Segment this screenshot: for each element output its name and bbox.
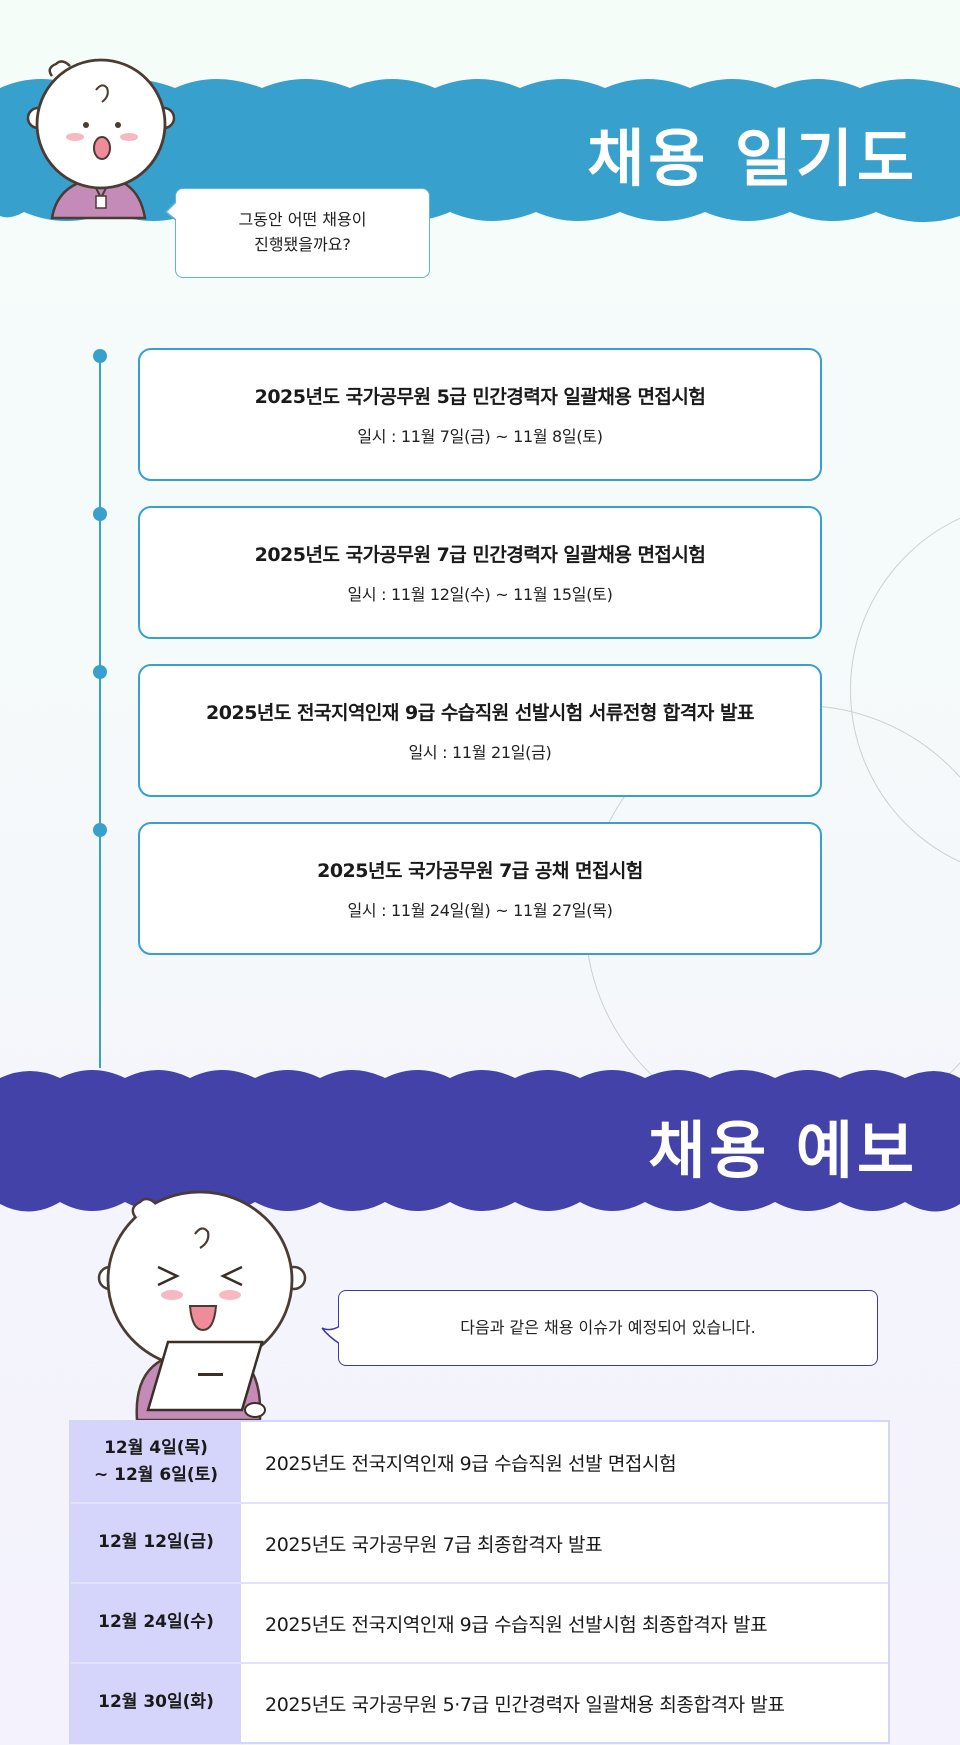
event-card: 2025년도 전국지역인재 9급 수습직원 선발시험 서류전형 합격자 발표 일… [138, 664, 822, 797]
event-title: 2025년도 전국지역인재 9급 수습직원 선발시험 서류전형 합격자 발표 [206, 702, 754, 724]
event-date: 일시 : 11월 12일(수) ~ 11월 15일(토) [347, 585, 613, 604]
forecast-bubble-text: 다음과 같은 채용 이슈가 예정되어 있습니다. [460, 1317, 756, 1337]
history-speech-bubble: 그동안 어떤 채용이 진행됐을까요? [175, 188, 430, 278]
schedule-date: 12월 30일(화) [71, 1664, 241, 1742]
event-title: 2025년도 국가공무원 7급 공채 면접시험 [317, 860, 643, 882]
date-line: 12월 30일(화) [98, 1692, 214, 1713]
character-laptop-illustration [92, 1190, 322, 1422]
event-card: 2025년도 국가공무원 7급 공채 면접시험 일시 : 11월 24일(월) … [138, 822, 822, 955]
date-line: ~ 12월 6일(토) [93, 1465, 219, 1485]
schedule-description: 2025년도 전국지역인재 9급 수습직원 선발시험 최종합격자 발표 [241, 1584, 888, 1662]
event-date: 일시 : 11월 21일(금) [408, 743, 552, 762]
schedule-date: 12월 24일(수) [71, 1584, 241, 1662]
event-card: 2025년도 국가공무원 5급 민간경력자 일괄채용 면접시험 일시 : 11월… [138, 348, 822, 481]
event-title: 2025년도 국가공무원 5급 민간경력자 일괄채용 면접시험 [254, 386, 706, 408]
table-row: 12월 12일(금) 2025년도 국가공무원 7급 최종합격자 발표 [71, 1502, 888, 1582]
timeline-dot [93, 665, 107, 679]
date-line: 12월 4일(목) [104, 1437, 208, 1458]
timeline-dot [93, 823, 107, 837]
table-row: 12월 24일(수) 2025년도 전국지역인재 9급 수습직원 선발시험 최종… [71, 1582, 888, 1662]
character-surprised-illustration [12, 58, 182, 228]
date-line: 12월 24일(수) [98, 1612, 214, 1633]
table-row: 12월 4일(목) ~ 12월 6일(토) 2025년도 전국지역인재 9급 수… [71, 1422, 888, 1502]
date-line: 12월 12일(금) [98, 1532, 214, 1553]
bubble-tail-icon [164, 200, 184, 224]
forecast-schedule-table: 12월 4일(목) ~ 12월 6일(토) 2025년도 전국지역인재 9급 수… [69, 1420, 890, 1744]
cloud-banner-shape [0, 1070, 960, 1212]
event-date: 일시 : 11월 24일(월) ~ 11월 27일(목) [347, 901, 613, 920]
schedule-description: 2025년도 전국지역인재 9급 수습직원 선발 면접시험 [241, 1422, 888, 1502]
table-row: 12월 30일(화) 2025년도 국가공무원 5·7급 민간경력자 일괄채용 … [71, 1662, 888, 1742]
event-card: 2025년도 국가공무원 7급 민간경력자 일괄채용 면접시험 일시 : 11월… [138, 506, 822, 639]
schedule-date: 12월 12일(금) [71, 1504, 241, 1582]
bubble-line-2: 진행됐을까요? [254, 235, 351, 254]
bubble-line-1: 그동안 어떤 채용이 [238, 210, 367, 230]
forecast-title: 채용 예보 [648, 1114, 918, 1187]
timeline-dot [93, 349, 107, 363]
bubble-tail-icon [321, 1322, 342, 1350]
timeline-dot [93, 507, 107, 521]
history-banner: 채용 일기도 [0, 70, 960, 230]
schedule-description: 2025년도 국가공무원 5·7급 민간경력자 일괄채용 최종합격자 발표 [241, 1664, 888, 1742]
forecast-speech-bubble: 다음과 같은 채용 이슈가 예정되어 있습니다. [338, 1290, 878, 1366]
forecast-banner: 채용 예보 [0, 1064, 960, 1216]
event-date: 일시 : 11월 7일(금) ~ 11월 8일(토) [357, 427, 603, 446]
schedule-date: 12월 4일(목) ~ 12월 6일(토) [71, 1422, 241, 1502]
cloud-banner-shape [0, 79, 960, 223]
timeline-line [99, 356, 101, 1068]
event-title: 2025년도 국가공무원 7급 민간경력자 일괄채용 면접시험 [254, 544, 706, 566]
schedule-description: 2025년도 국가공무원 7급 최종합격자 발표 [241, 1504, 888, 1582]
history-title: 채용 일기도 [587, 122, 918, 195]
